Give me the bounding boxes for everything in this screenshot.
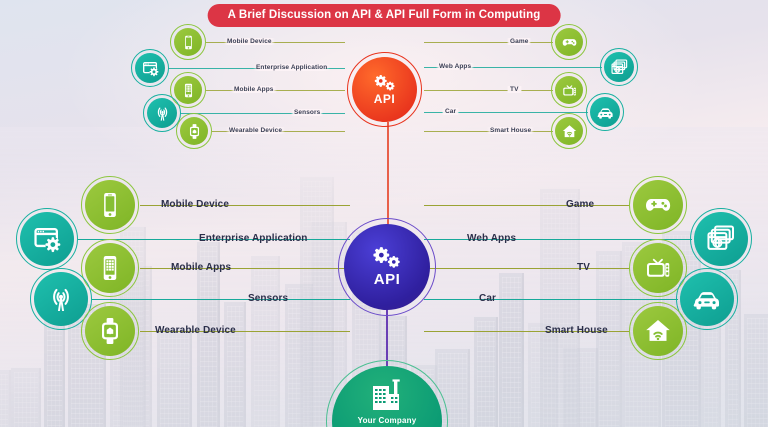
node-ring: [143, 94, 181, 132]
node-main-left-0[interactable]: [81, 176, 139, 234]
mini-label-left-2: Mobile Apps: [231, 86, 277, 93]
node-ring: [81, 176, 139, 234]
node-mini-right-3[interactable]: [586, 93, 624, 131]
main-label-right-2: TV: [577, 262, 590, 273]
api-hub-main: API: [338, 218, 436, 316]
node-mini-left-2[interactable]: [170, 72, 206, 108]
mini-label-right-2: TV: [507, 86, 522, 93]
mini-label-left-0: Mobile Device: [224, 38, 275, 45]
mini-label-right-4: Smart House: [487, 127, 535, 134]
factory-icon: [373, 379, 400, 410]
node-main-left-4[interactable]: [81, 302, 139, 360]
node-mini-left-4[interactable]: [176, 113, 212, 149]
connector-line: [424, 90, 553, 91]
mini-label-right-3: Car: [442, 108, 460, 115]
api-hub-top: API: [347, 52, 422, 127]
api-hub-main-label: API: [373, 271, 401, 288]
mini-label-left-3: Sensors: [291, 109, 324, 116]
node-ring: [131, 49, 169, 87]
gears-icon: [374, 74, 395, 90]
node-main-right-3[interactable]: [676, 268, 738, 330]
node-ring: [551, 72, 587, 108]
main-label-left-1: Enterprise Application: [199, 233, 308, 244]
node-main-right-2[interactable]: [629, 239, 687, 297]
main-label-left-0: Mobile Device: [161, 199, 229, 210]
node-ring: [551, 113, 587, 149]
gears-icon: [373, 247, 400, 268]
node-mini-right-4[interactable]: [551, 113, 587, 149]
mini-label-left-1: Enterprise Application: [253, 64, 331, 71]
node-ring: [551, 24, 587, 60]
api-hub-top-label: API: [373, 91, 396, 106]
connector-line: [424, 268, 630, 269]
node-mini-left-1[interactable]: [131, 49, 169, 87]
node-ring: [690, 208, 752, 270]
node-mini-right-0[interactable]: [551, 24, 587, 60]
node-mini-left-0[interactable]: [170, 24, 206, 60]
node-ring: [586, 93, 624, 131]
main-label-right-1: Web Apps: [467, 233, 517, 244]
node-main-left-1[interactable]: [16, 208, 78, 270]
main-label-right-3: Car: [479, 293, 496, 304]
mini-label-left-4: Wearable Device: [226, 127, 286, 134]
node-main-right-1[interactable]: [690, 208, 752, 270]
main-label-right-4: Smart House: [545, 325, 608, 336]
node-main-left-3[interactable]: [30, 268, 92, 330]
connector-line: [92, 299, 350, 300]
node-ring: [629, 302, 687, 360]
node-main-right-0[interactable]: [629, 176, 687, 234]
company-label: Your Company: [357, 416, 417, 425]
node-mini-right-1[interactable]: [600, 48, 638, 86]
connector-line: [424, 299, 678, 300]
company-node: Your Company: [326, 360, 448, 427]
main-label-left-4: Wearable Device: [155, 325, 236, 336]
mini-label-right-1: Web Apps: [436, 63, 475, 70]
connector-line: [424, 42, 553, 43]
main-label-left-3: Sensors: [248, 293, 289, 304]
node-mini-left-3[interactable]: [143, 94, 181, 132]
main-label-right-0: Game: [566, 199, 595, 210]
main-label-left-2: Mobile Apps: [171, 262, 232, 273]
node-ring: [600, 48, 638, 86]
node-ring: [176, 113, 212, 149]
mini-label-right-0: Game: [507, 38, 532, 45]
node-main-left-2[interactable]: [81, 239, 139, 297]
node-ring: [16, 208, 78, 270]
page-title: A Brief Discussion on API & API Full For…: [207, 4, 561, 27]
node-ring: [170, 24, 206, 60]
node-ring: [81, 302, 139, 360]
node-mini-right-2[interactable]: [551, 72, 587, 108]
node-ring: [629, 176, 687, 234]
node-main-right-4[interactable]: [629, 302, 687, 360]
